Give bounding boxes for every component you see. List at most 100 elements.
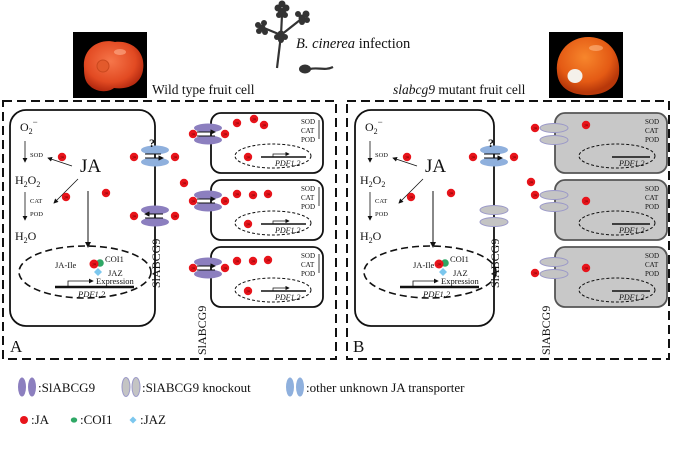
coi1-label: COI1 (105, 254, 124, 264)
ja-molecule: JA (243, 219, 253, 229)
coi1-label: COI1 (450, 254, 469, 264)
sod-enzyme-label: SOD (645, 252, 659, 260)
ja-molecule: JA (434, 259, 444, 269)
expression-arrow (67, 278, 94, 287)
neighbor-nucleus (578, 210, 656, 236)
ja-dot-icon (526, 177, 536, 187)
ja-dot-label: JA (223, 131, 228, 136)
ja-molecule: JA (530, 190, 540, 200)
ja-dot-label: JA (471, 154, 476, 159)
jaz-protein-icon (94, 268, 102, 276)
ja-molecule: JA (220, 129, 230, 139)
hydrogen-peroxide-label: H2O2 (360, 173, 385, 189)
pathogen-title: B. cinerea infection (296, 36, 411, 52)
slabcg9-label-neighbors: SlABCG9 (195, 306, 209, 355)
ja-dot-icon (188, 263, 198, 273)
ja-dot-icon (220, 129, 230, 139)
ja-dot-label: JA (405, 154, 410, 159)
ja-dot-label: JA (584, 198, 589, 203)
unknown-ja-transporter-upper-subunit (480, 145, 508, 155)
ja-to-sod-arrow (47, 156, 73, 167)
pod-enzyme-label: POD (301, 270, 315, 278)
legend: :SlABCG9 :SlABCG9 knockout :other unknow… (18, 377, 465, 427)
ja-dot-icon (129, 211, 139, 221)
sod-enzyme-label: SOD (30, 152, 43, 159)
ja-dot-icon (263, 189, 273, 199)
legend-label-jaz: :JAZ (140, 412, 166, 427)
expression-arrow (272, 285, 290, 291)
ja-molecule: JA (581, 196, 591, 206)
ja-molecule: JA (232, 189, 242, 199)
ja-dot-icon (232, 189, 242, 199)
pod-enzyme-label: POD (301, 136, 315, 144)
ja-molecule: JA (188, 263, 198, 273)
ja-to-cat-arrow (53, 178, 79, 204)
ja-dot-icon (249, 114, 259, 124)
slabcg9-knockout-transporter-upper-subunit (539, 190, 569, 200)
ja-dot-icon (101, 188, 111, 198)
ja-dot-label: JA (512, 154, 517, 159)
ja-molecule: JA (581, 120, 591, 130)
mutant-caption: slabcg9 mutant fruit cell (393, 82, 526, 97)
ja-dot-icon (248, 190, 258, 200)
slabcg9-transporter-lower-subunit (194, 202, 222, 212)
ja-molecule: JA (188, 129, 198, 139)
ja-molecule: JA (220, 263, 230, 273)
ja-dot-label: JA (92, 261, 97, 266)
legend-label-ja: :JA (31, 412, 50, 427)
pod-enzyme-label: POD (30, 211, 43, 218)
legend-item-ja: :JA (20, 412, 50, 427)
ja-dot-icon (446, 188, 456, 198)
ja-dot-icon (509, 152, 519, 162)
legend-item-coi1: :COI1 (70, 412, 113, 427)
ja-molecule: JA (248, 256, 258, 266)
ja-center-label: JA (80, 156, 101, 177)
expression-arrow (272, 151, 290, 157)
ja-dot-label: JA (252, 116, 257, 121)
water-label: H2O (360, 229, 382, 245)
ja-dot-label: JA (182, 180, 187, 185)
legend-label-coi1: :COI1 (80, 412, 113, 427)
slabcg9-knockout-transporter (479, 205, 509, 227)
panel-b-frame (346, 100, 670, 360)
hydrogen-peroxide-label: H2O2 (15, 173, 40, 189)
mutant-caption-rest: mutant fruit cell (435, 82, 526, 97)
knockout-transporter-icon (121, 377, 141, 397)
ja-molecule: JA (530, 123, 540, 133)
pod-enzyme-label: POD (375, 211, 388, 218)
ja-molecule: JA (402, 152, 412, 162)
neighbor-nucleus (578, 143, 656, 169)
slabcg9-transporter (141, 205, 169, 227)
ja-dot-icon (406, 192, 416, 202)
ja-dot-label: JA (266, 257, 271, 262)
ja-dot-label: JA (246, 154, 251, 159)
unknown-ja-transporter-upper-subunit (141, 145, 169, 155)
mutant-tomato-photo (549, 32, 623, 98)
legend-label-slabcg9: :SlABCG9 (38, 380, 95, 395)
pdf12-label: PDF1.2 (422, 289, 451, 299)
cat-enzyme-label: CAT (645, 194, 659, 202)
cat-enzyme-label: CAT (645, 127, 659, 135)
ja-molecule: JA (509, 152, 519, 162)
cat-enzyme-label: CAT (301, 194, 315, 202)
sod-enzyme-label: SOD (301, 118, 315, 126)
slabcg9-knockout-transporter-lower-subunit (479, 217, 509, 227)
jaz-protein-icon (439, 268, 447, 276)
neighbor-nucleus (578, 277, 656, 303)
ja-dot-icon (581, 263, 591, 273)
ja-dot-icon (89, 259, 99, 269)
ja-to-sod-arrow (392, 156, 418, 167)
slabcg9-knockout-transporter-upper-subunit (479, 205, 509, 215)
ja-ile-label: JA-Ile (55, 260, 76, 270)
ja-dot-icon (179, 178, 189, 188)
ja-to-cat-arrow (398, 178, 424, 204)
expression-label: Expression (96, 276, 135, 286)
slabcg9-knockout-transporter-lower-subunit (539, 202, 569, 212)
ja-dot-label: JA (235, 258, 240, 263)
slabcg9-label-main: SlABCG9 (149, 239, 163, 288)
ja-molecule: JA (220, 196, 230, 206)
